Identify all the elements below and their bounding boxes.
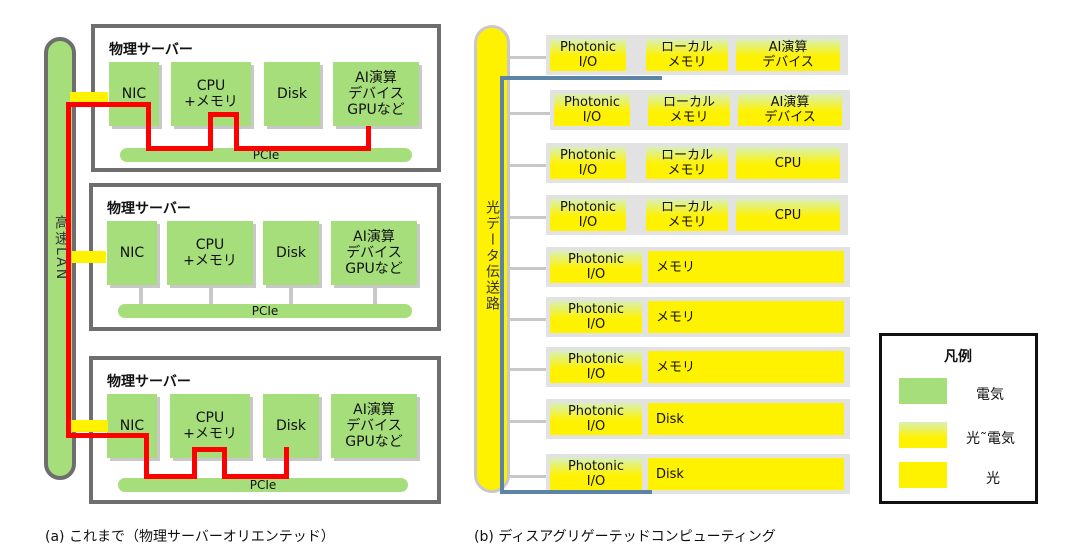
- device: メモリ: [648, 301, 844, 333]
- graystub: [510, 420, 546, 423]
- bus-stem: [139, 285, 143, 304]
- local-memory: ローカル メモリ: [646, 39, 728, 71]
- photonic-io: Photonic I/O: [550, 458, 642, 490]
- legend-label: 電気: [976, 387, 1004, 403]
- device: CPU: [736, 147, 840, 179]
- optical-path-label: 光データ伝送路: [484, 200, 500, 312]
- nic-box: NIC: [107, 221, 157, 285]
- logical-path: [500, 490, 652, 494]
- optical-path: [474, 25, 510, 493]
- wire: [144, 433, 149, 478]
- photonic-io: Photonic I/O: [550, 199, 626, 231]
- device: AI演算 デバイス: [736, 39, 840, 71]
- server-title: 物理サーバー: [109, 42, 193, 58]
- lan-connector: [72, 251, 106, 263]
- photonic-io: Photonic I/O: [550, 39, 626, 71]
- wire: [146, 102, 151, 148]
- disk-box: Disk: [263, 394, 319, 458]
- photonic-io: Photonic I/O: [550, 301, 642, 333]
- wire: [146, 146, 212, 151]
- pcie-bus: PCIe: [118, 304, 412, 318]
- local-memory: ローカル メモリ: [646, 147, 728, 179]
- cpu-box: CPU +メモリ: [167, 221, 253, 285]
- legend-label: 光: [986, 471, 1000, 487]
- wire: [208, 112, 213, 151]
- photonic-io: Photonic I/O: [554, 94, 630, 126]
- wire: [66, 102, 71, 437]
- bus-stem: [209, 285, 213, 304]
- lan-label: 高速LAN: [53, 215, 69, 282]
- wire: [192, 447, 226, 452]
- nic-box: NIC: [109, 62, 159, 126]
- graystub: [510, 267, 546, 270]
- ai-device-box: AI演算 デバイス GPUなど: [333, 62, 419, 126]
- local-memory: ローカル メモリ: [648, 94, 730, 126]
- server-title: 物理サーバー: [107, 201, 191, 217]
- lan-connector: [70, 92, 108, 104]
- device: メモリ: [648, 351, 844, 383]
- pcie-bus: PCIe: [120, 148, 412, 162]
- wire: [366, 126, 371, 151]
- disk-box: Disk: [264, 62, 320, 126]
- wire: [192, 447, 197, 479]
- legend-swatch-mixed: [899, 422, 947, 448]
- wire: [66, 102, 148, 107]
- graystub: [510, 368, 546, 371]
- disk-box: Disk: [263, 221, 319, 285]
- legend-swatch-electric: [899, 378, 947, 404]
- device: AI演算 デバイス: [738, 94, 842, 126]
- wire: [208, 112, 238, 117]
- graystub: [510, 164, 546, 167]
- caption-b: (b) ディスアグリゲーテッドコンピューティング: [474, 529, 776, 545]
- wire: [234, 146, 370, 151]
- photonic-io: Photonic I/O: [550, 147, 626, 179]
- bus-stem: [289, 285, 293, 304]
- wire: [222, 474, 288, 479]
- legend-swatch-optical: [899, 462, 947, 488]
- device: CPU: [736, 199, 840, 231]
- logical-path: [500, 76, 504, 494]
- photonic-io: Photonic I/O: [550, 403, 642, 435]
- photonic-io: Photonic I/O: [550, 251, 642, 283]
- legend: 凡例 電気 光˜電気 光: [879, 333, 1038, 504]
- pcie-bus: PCIe: [118, 478, 408, 492]
- graystub: [510, 112, 550, 115]
- legend-label: 光˜電気: [966, 431, 1015, 447]
- graystub: [510, 475, 546, 478]
- wire: [234, 112, 239, 151]
- wire: [66, 433, 148, 438]
- local-memory: ローカル メモリ: [646, 199, 728, 231]
- lan-connector: [70, 420, 108, 432]
- device: Disk: [648, 403, 844, 435]
- device: Disk: [648, 458, 844, 490]
- logical-path: [500, 76, 662, 80]
- photonic-io: Photonic I/O: [550, 351, 642, 383]
- bus-stem: [373, 285, 377, 304]
- graystub: [510, 318, 546, 321]
- ai-device-box: AI演算 デバイス GPUなど: [331, 221, 417, 285]
- wire: [144, 474, 196, 479]
- graystub: [510, 56, 546, 59]
- device: メモリ: [648, 251, 844, 283]
- nic-box: NIC: [107, 394, 157, 458]
- ai-device-box: AI演算 デバイス GPUなど: [331, 394, 417, 458]
- server-title: 物理サーバー: [107, 374, 191, 390]
- legend-title: 凡例: [944, 349, 972, 365]
- wire: [284, 447, 289, 479]
- caption-a: (a) これまで（物理サーバーオリエンテッド）: [45, 529, 335, 545]
- graystub: [510, 216, 546, 219]
- wire: [222, 447, 227, 479]
